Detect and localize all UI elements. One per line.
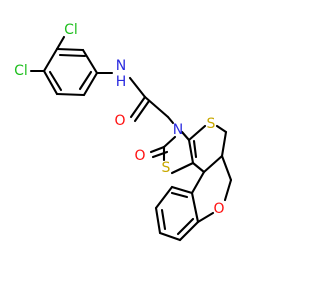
thiopyran-sulfur-label: S xyxy=(207,116,216,132)
thiazole-sulfur-label: S xyxy=(162,160,171,176)
molecule-structure: Cl Cl N H O N O S S O xyxy=(14,22,233,242)
ring-nitrogen-label: N xyxy=(173,122,183,138)
amide-hydrogen-label: H xyxy=(116,74,127,90)
chlorine-label-2: Cl xyxy=(14,63,28,79)
ether-oxygen-label: O xyxy=(213,201,224,217)
atom-labels: Cl Cl N H O N O S S O xyxy=(14,22,224,217)
amide-oxygen-label: O xyxy=(114,113,125,129)
ketone-oxygen-label: O xyxy=(134,148,145,164)
amide-nitrogen-label: N xyxy=(116,58,126,74)
bonds xyxy=(29,35,233,242)
chlorine-label-1: Cl xyxy=(64,22,78,38)
